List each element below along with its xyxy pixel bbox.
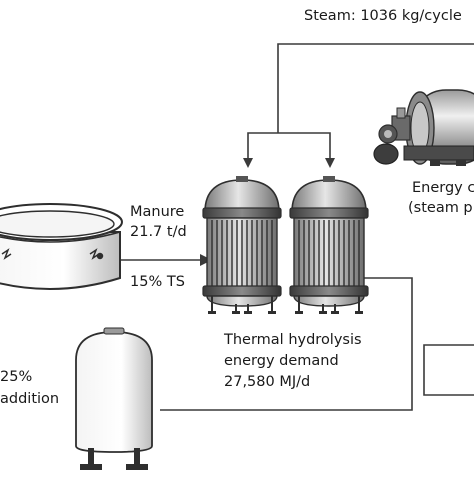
steam-pipe xyxy=(247,43,474,160)
manure-label: Manure xyxy=(130,204,185,220)
steam-boiler xyxy=(373,89,474,166)
energy-source-label-line2: (steam p xyxy=(408,200,473,216)
manure-ts-label: 15% TS xyxy=(130,274,185,290)
manure-feed-arrow xyxy=(200,254,212,266)
manure-rate-label: 21.7 t/d xyxy=(130,224,187,240)
steam-flow-label: Steam: 1036 kg/cycle xyxy=(304,8,462,24)
addition-label-line1: 25% xyxy=(0,369,33,385)
hydrolysis-label-line3: 27,580 MJ/d xyxy=(224,374,311,390)
hydrolysis-reactor-2 xyxy=(289,176,369,314)
steam-arrow-right xyxy=(325,158,335,168)
additive-storage-tank xyxy=(75,327,153,470)
hydrolysis-label-line1: Thermal hydrolysis xyxy=(224,332,362,348)
mixer-icon xyxy=(1,248,104,260)
energy-source-label-line1: Energy c xyxy=(412,180,474,196)
hydrolysis-label-line2: energy demand xyxy=(224,353,339,369)
manure-storage-tank xyxy=(0,203,123,290)
process-piping xyxy=(160,277,474,411)
steam-arrow-left xyxy=(243,158,253,168)
hydrolysis-reactor-1 xyxy=(202,176,282,314)
addition-label-line2: addition xyxy=(0,391,60,407)
